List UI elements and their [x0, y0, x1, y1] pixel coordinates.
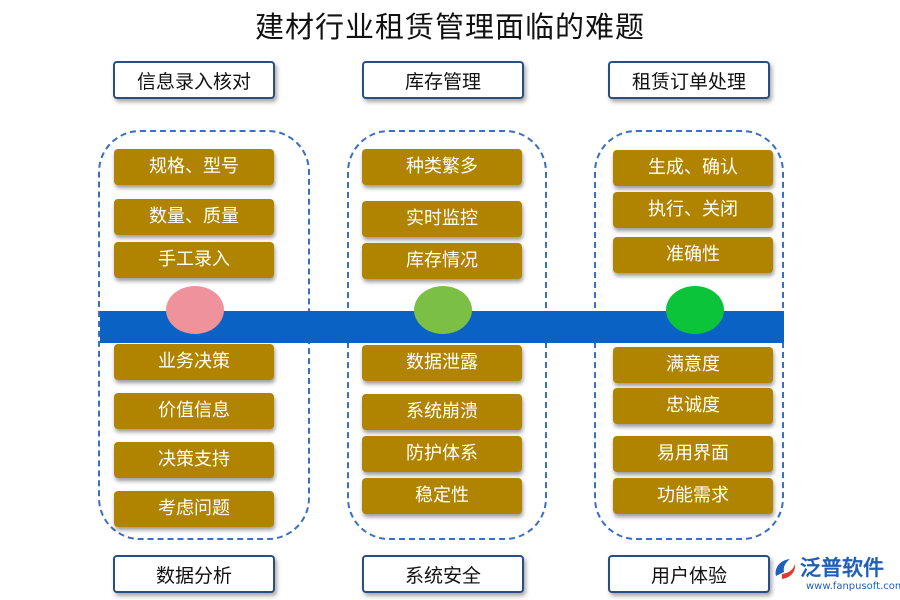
item-col1-bottom-2: 价值信息	[114, 393, 274, 429]
column-header-1: 信息录入核对	[113, 61, 275, 99]
column-footer-1: 数据分析	[113, 555, 275, 593]
brand-logo: 泛普软件 www.fanpusoft.com	[770, 552, 900, 598]
item-col1-bottom-3: 决策支持	[114, 442, 274, 478]
item-col2-top-2: 实时监控	[362, 201, 522, 237]
item-col1-top-1: 规格、型号	[114, 149, 274, 185]
column-header-3: 租赁订单处理	[608, 61, 770, 99]
page-title: 建材行业租赁管理面临的难题	[254, 10, 645, 44]
item-col2-bottom-4: 稳定性	[362, 478, 522, 514]
item-col3-bottom-1: 满意度	[613, 347, 773, 383]
column-dot-2	[414, 286, 472, 334]
item-col2-bottom-2: 系统崩溃	[362, 394, 522, 430]
logo-name: 泛普软件	[800, 556, 884, 580]
column-footer-2: 系统安全	[362, 555, 524, 593]
item-col1-top-2: 数量、质量	[114, 199, 274, 235]
item-col1-bottom-1: 业务决策	[114, 344, 274, 380]
item-col3-bottom-2: 忠诚度	[613, 388, 773, 424]
item-col3-bottom-3: 易用界面	[613, 436, 773, 472]
item-col2-top-3: 库存情况	[362, 243, 522, 279]
item-col1-bottom-4: 考虑问题	[114, 491, 274, 527]
item-col2-bottom-3: 防护体系	[362, 436, 522, 472]
item-col2-bottom-1: 数据泄露	[362, 345, 522, 381]
column-footer-3: 用户体验	[608, 555, 770, 593]
item-col2-top-1: 种类繁多	[362, 149, 522, 185]
column-header-2: 库存管理	[362, 61, 524, 99]
item-col3-top-1: 生成、确认	[613, 150, 773, 186]
item-col3-bottom-4: 功能需求	[613, 478, 773, 514]
column-dot-3	[666, 286, 724, 334]
logo-url: www.fanpusoft.com	[806, 581, 900, 592]
fanpu-logo-icon	[775, 559, 796, 579]
column-dot-1	[166, 286, 224, 334]
item-col1-top-3: 手工录入	[114, 242, 274, 278]
item-col3-top-3: 准确性	[613, 237, 773, 273]
item-col3-top-2: 执行、关闭	[613, 192, 773, 228]
